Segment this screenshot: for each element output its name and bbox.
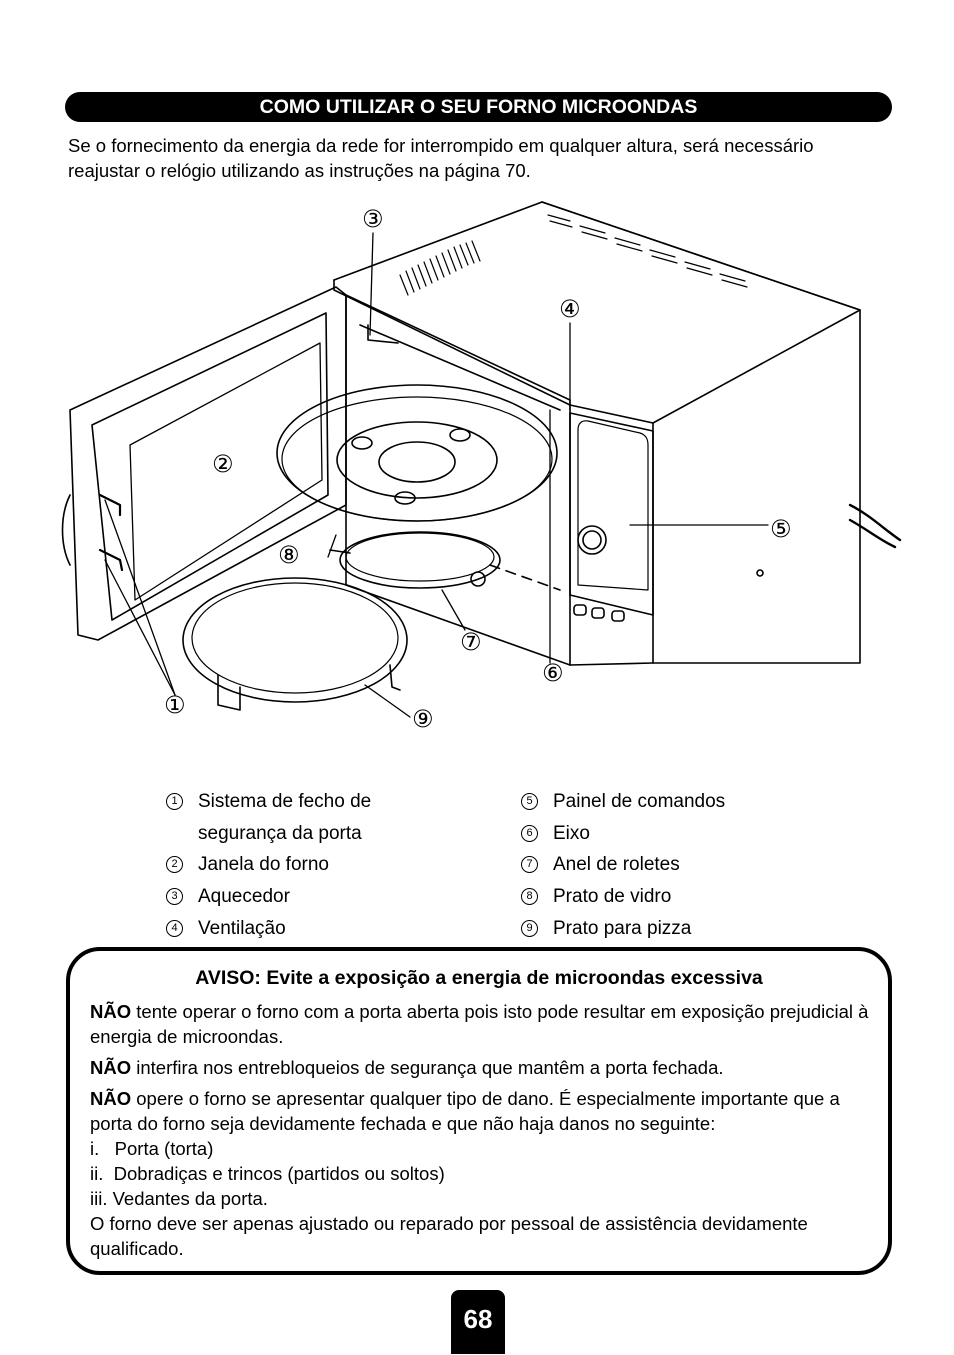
callout-3: ③ bbox=[362, 205, 384, 233]
legend-label-continued: segurança da porta bbox=[198, 822, 362, 844]
callout-1: ① bbox=[164, 691, 186, 719]
legend-item-8: 8 Prato de vidro bbox=[521, 881, 841, 913]
legend-label: Painel de comandos bbox=[553, 791, 726, 812]
oven-door bbox=[61, 286, 347, 641]
warning-paragraph-3: NÃO opere o forno se apresentar qualquer… bbox=[90, 1088, 840, 1134]
legend-item-6: 6 Eixo bbox=[521, 818, 841, 850]
warning-box: AVISO: Evite a exposição a energia de mi… bbox=[66, 947, 892, 1275]
warning-bold: NÃO bbox=[90, 1001, 132, 1022]
legend-column-1: 1 Sistema de fecho de segurança da porta… bbox=[166, 786, 486, 945]
legend-number: 5 bbox=[521, 793, 538, 810]
oven-body bbox=[333, 201, 902, 666]
callout-4: ④ bbox=[559, 295, 581, 323]
legend-item-3: 3 Aquecedor bbox=[166, 881, 486, 913]
callout-7: ⑦ bbox=[460, 628, 482, 656]
callout-8: ⑧ bbox=[278, 541, 300, 569]
glass-tray bbox=[276, 384, 558, 522]
legend-item-1: 1 Sistema de fecho de segurança da porta bbox=[166, 786, 486, 849]
callout-6: ⑥ bbox=[542, 659, 564, 687]
callout-9: ⑨ bbox=[412, 705, 434, 733]
legend-item-7: 7 Anel de roletes bbox=[521, 849, 841, 881]
legend-label: Prato de vidro bbox=[553, 886, 672, 908]
legend-item-2: 2 Janela do forno bbox=[166, 849, 486, 881]
warning-paragraph-2: NÃO interfira nos entrebloqueios de segu… bbox=[90, 1057, 724, 1078]
leader-lines bbox=[104, 232, 769, 718]
legend-label: Prato para pizza bbox=[553, 917, 692, 939]
legend-label: Aquecedor bbox=[198, 886, 290, 908]
warning-title: AVISO: Evite a exposição a energia de mi… bbox=[195, 967, 763, 989]
legend-number: 8 bbox=[521, 888, 538, 906]
roller-ring bbox=[329, 531, 561, 591]
legend-number: 6 bbox=[521, 824, 538, 842]
damage-list-item: i. Porta (torta) bbox=[90, 1138, 214, 1159]
damage-list-item: ii. Dobradiças e trincos (partidos ou so… bbox=[90, 1163, 445, 1184]
microwave-diagram: ③ ④ ② ⑤ ⑧ ⑦ ⑥ ① ⑨ bbox=[61, 201, 902, 733]
legend-label: Sistema de fecho de bbox=[198, 791, 372, 812]
legend-number: 7 bbox=[521, 856, 538, 874]
legend-number: 2 bbox=[166, 856, 183, 874]
legend-item-5: 5 Painel de comandos bbox=[521, 786, 841, 818]
legend-column-2: 5 Painel de comandos 6 Eixo 7 Anel de ro… bbox=[521, 786, 841, 945]
section-header: COMO UTILIZAR O SEU FORNO MICROONDAS bbox=[65, 92, 892, 122]
page-number: 68 bbox=[451, 1290, 505, 1354]
legend-item-9: 9 Prato para pizza bbox=[521, 913, 841, 945]
section-title: COMO UTILIZAR O SEU FORNO MICROONDAS bbox=[259, 96, 698, 118]
warning-bold: NÃO bbox=[90, 1057, 132, 1078]
warning-paragraph-1: NÃO tente operar o forno com a porta abe… bbox=[90, 1001, 869, 1047]
legend-label: Ventilação bbox=[198, 917, 286, 939]
legend-label: Eixo bbox=[553, 822, 590, 844]
control-panel bbox=[569, 412, 654, 622]
callout-5: ⑤ bbox=[770, 515, 792, 543]
legend-item-4: 4 Ventilação bbox=[166, 913, 486, 945]
pizza-plate bbox=[182, 577, 408, 711]
legend-label: Janela do forno bbox=[198, 854, 329, 876]
damage-list-item: iii. Vedantes da porta. bbox=[90, 1188, 268, 1209]
warning-closing: O forno deve ser apenas ajustado ou repa… bbox=[90, 1213, 808, 1259]
warning-body: NÃO tente operar o forno com a porta abe… bbox=[90, 999, 875, 1261]
legend-label: Anel de roletes bbox=[553, 854, 680, 876]
legend-number: 3 bbox=[166, 888, 183, 906]
legend-number: 4 bbox=[166, 919, 183, 937]
callout-2: ② bbox=[212, 450, 234, 478]
warning-bold: NÃO bbox=[90, 1088, 132, 1109]
legend-number: 1 bbox=[166, 793, 183, 810]
legend-number: 9 bbox=[521, 919, 538, 937]
intro-paragraph: Se o fornecimento da energia da rede for… bbox=[68, 135, 814, 181]
